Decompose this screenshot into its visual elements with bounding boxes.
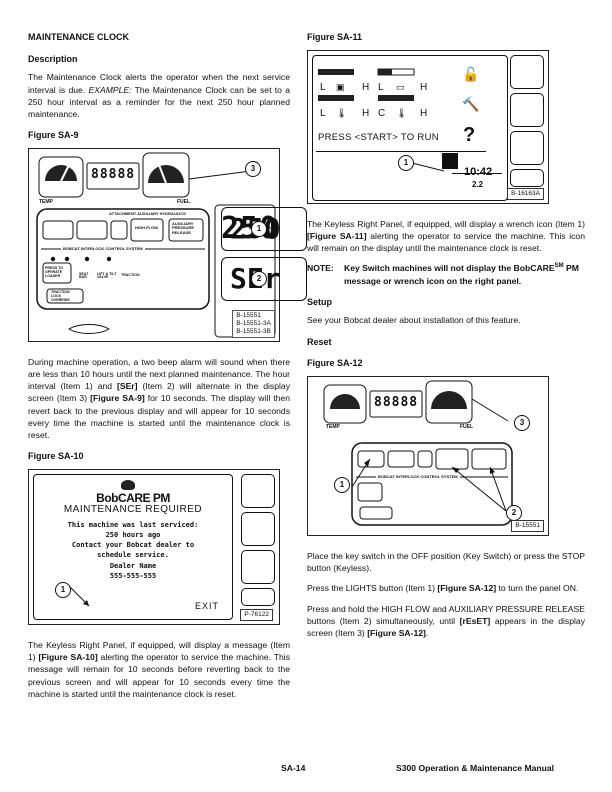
side-button-2[interactable] [510, 92, 544, 127]
description-heading: Description [28, 53, 78, 64]
callout-1: 1 [251, 220, 267, 237]
lock-icon: 🔓 [462, 65, 480, 82]
wrench-paragraph: The Keyless Right Panel, if equipped, wi… [307, 218, 585, 254]
temp-label: TEMP [39, 198, 53, 205]
figure-reference: B-15551 [511, 520, 544, 532]
engine-icon: ▣ [336, 81, 345, 92]
battery-icon: ▭ [396, 81, 405, 92]
side-button-3[interactable] [241, 549, 275, 584]
traction-label: TRACTION [121, 272, 140, 277]
callout-2: 2 [251, 270, 267, 287]
attachment-hydraulics-label: ATTACHMENT AUXILIARY HYDRAULICS [109, 210, 186, 216]
bobcare-pm-brand: BobCARE PM [96, 490, 170, 505]
maintenance-required-title: MAINTENANCE REQUIRED [63, 503, 203, 515]
figure-sa10-title: Figure SA-10 [28, 451, 84, 462]
callout-1: 1 [334, 476, 350, 493]
setup-heading: Setup [307, 296, 333, 307]
manual-title: S300 Operation & Maintenance Manual [396, 763, 555, 773]
hour-meter-digits: 88888 [91, 166, 136, 182]
keyless-screen [33, 473, 233, 620]
reset-step-3: Press and hold the HIGH FLOW and AUXILIA… [307, 603, 585, 638]
reset-heading: Reset [307, 336, 332, 347]
gauge-high-label: H [420, 107, 428, 119]
gauge-low-label: L [320, 81, 326, 93]
gauge-high-label: H [362, 81, 370, 93]
interlock-label: BOBCAT INTERLOCK CONTROL SYSTEM [376, 473, 460, 480]
press-start-text: PRESS <START> TO RUN [318, 131, 439, 143]
note-text: Key Switch machines will not display the… [344, 263, 579, 286]
figure-sa9-title: Figure SA-9 [28, 130, 79, 141]
clock-subvalue: 2.2 [472, 179, 484, 189]
bobcat-logo-icon [121, 479, 135, 490]
traction-override-label: TRACTION LOCK OVERRIDE [51, 289, 70, 302]
fuel-label: FUEL [177, 198, 191, 205]
exit-button[interactable]: EXIT [195, 600, 220, 611]
figure-sa11: L H L H L H C H ▣ ▭ 🌡 🌡 🔓 🔨 PRESS <START… [307, 49, 549, 204]
fuel-gauge-icon [425, 380, 473, 424]
callout-3: 3 [514, 414, 530, 431]
figure-reference: B-16163A [507, 187, 544, 200]
callout-1: 1 [55, 581, 71, 598]
seat-bar-label: SEAT BAR [79, 271, 89, 280]
clock-time: 10:42 [464, 165, 493, 178]
wrench-icon [442, 152, 458, 169]
gauge-high-label: H [420, 81, 428, 93]
side-button-2[interactable] [241, 511, 275, 546]
reset-step-1: Place the key switch in the OFF position… [307, 550, 585, 574]
right-column: Figure SA-11 L H L H L H C H ▣ ▭ 🌡 🌡 🔓 🔨… [307, 32, 585, 647]
side-button-3[interactable] [510, 130, 544, 165]
hour-meter-digits: 88888 [374, 394, 419, 410]
note: NOTE: Key Switch machines will not displ… [307, 262, 585, 286]
callout-leader [66, 583, 90, 607]
alarm-paragraph: During machine operation, a two beep ala… [28, 356, 290, 441]
temp-label: TEMP [326, 423, 340, 430]
temp-icon: 🌡 [336, 107, 348, 118]
gauge-bars [316, 68, 502, 174]
help-icon[interactable]: ? [463, 123, 476, 146]
high-flow-label: HIGH FLOW [135, 224, 158, 230]
instrument-panel-illustration [323, 380, 513, 526]
temp-gauge-icon [323, 384, 367, 424]
auxiliary-pressure-label: AUXILIARY PRESSURE RELEASE [172, 220, 195, 235]
figure-reference: P-76122 [240, 609, 273, 621]
temp-gauge-icon [38, 156, 84, 198]
note-label: NOTE: [307, 263, 334, 274]
hydraulic-temp-icon: 🌡 [396, 107, 408, 118]
gauge-cold-label: C [378, 107, 386, 119]
fuel-label: FUEL [460, 423, 474, 430]
gauge-high-label: H [362, 107, 370, 119]
figure-sa12: 88888 TEMP FUEL BOBCAT INTERLOCK CONTROL… [307, 375, 549, 536]
side-button-4[interactable] [241, 587, 275, 606]
interlock-label: BOBCAT INTERLOCK CONTROL SYSTEM [61, 245, 145, 252]
figure-sa12-title: Figure SA-12 [307, 358, 363, 369]
side-button-4[interactable] [510, 168, 544, 187]
instrument-panel-illustration [36, 152, 276, 338]
callout-2: 2 [506, 504, 522, 521]
message-body: This machine was last serviced: 250 hour… [67, 520, 199, 580]
figure-sa10: BobCARE PM MAINTENANCE REQUIRED This mac… [28, 468, 280, 625]
side-button-1[interactable] [241, 473, 275, 508]
figure-sa11-title: Figure SA-11 [307, 32, 363, 42]
reset-step-2: Press the LIGHTS button (Item 1) [Figure… [307, 583, 579, 594]
section-heading: MAINTENANCE CLOCK [28, 32, 129, 42]
page-number: SA-14 [281, 763, 306, 773]
figure-sa9: TEMP FUEL 88888 ATTACHMENT AUXILIARY HYD… [28, 147, 307, 342]
gauge-low-label: L [320, 107, 326, 119]
callout-1: 1 [398, 154, 414, 171]
press-to-operate-label: PRESS TO OPERATE LOADER [45, 265, 64, 278]
lift-tilt-label: LIFT & TILT VALVE [97, 271, 117, 280]
figure-reference: B-15551 B-15551-3A B-15551-3B [232, 310, 275, 338]
gauge-low-label: L [378, 81, 384, 93]
keyless-screen [312, 54, 508, 201]
keyless-paragraph: The Keyless Right Panel, if equipped, wi… [28, 639, 290, 699]
left-column: MAINTENANCE CLOCK Description The Mainte… [28, 32, 307, 708]
intro-paragraph: The Maintenance Clock alerts the operato… [28, 72, 290, 119]
lcd-display-1: 250 [221, 206, 307, 251]
callout-leader [411, 162, 445, 172]
setup-paragraph: See your Bobcat dealer about installatio… [307, 315, 521, 326]
hammer-icon: 🔨 [462, 95, 480, 112]
side-button-1[interactable] [510, 54, 544, 89]
callout-3: 3 [245, 160, 261, 177]
fuel-gauge-icon [142, 152, 190, 198]
